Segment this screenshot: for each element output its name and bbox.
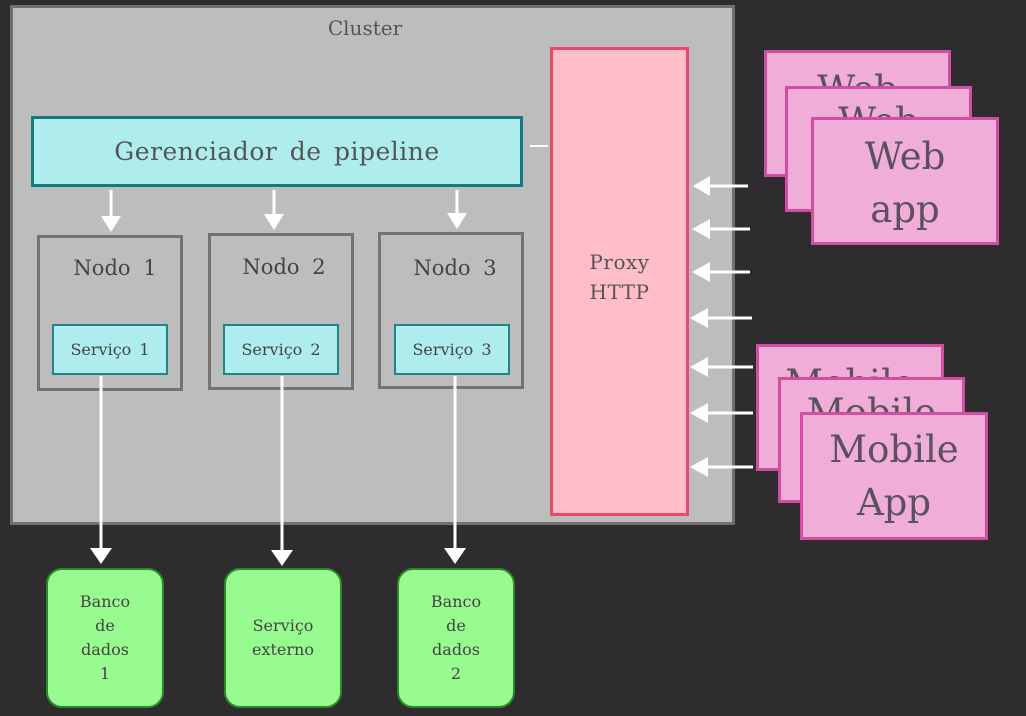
service-1: Serviço 1: [52, 324, 168, 375]
node-1-label: Nodo 1: [73, 256, 157, 280]
arrowhead-service-3-db-2: [444, 548, 466, 564]
service-2: Serviço 2: [223, 324, 339, 375]
web-app-card-front-line2: app: [870, 188, 940, 231]
http-proxy-label-line1: Proxy: [589, 250, 650, 274]
mobile-app-card-front: Mobile App: [800, 412, 988, 540]
database-2: Banco de dados 2: [397, 568, 515, 708]
database-2-line1: Banco: [430, 592, 482, 611]
arrowhead-service-2-external: [271, 550, 293, 566]
cluster-title: Cluster: [327, 16, 403, 40]
service-2-label: Serviço 2: [241, 340, 321, 359]
database-2-line3: dados: [432, 640, 480, 659]
pipeline-manager: Gerenciador de pipeline: [31, 116, 523, 187]
database-1-line2: de: [95, 616, 115, 635]
database-1-line3: dados: [81, 640, 129, 659]
http-proxy: [550, 47, 689, 516]
arrowhead-client-proxy-3: [692, 262, 710, 282]
database-2-line2: de: [446, 616, 466, 635]
arrowhead-client-proxy-4: [690, 308, 708, 328]
database-2-line4: 2: [450, 664, 462, 683]
arrowhead-client-proxy-6: [690, 403, 708, 423]
external-service: Serviço externo: [224, 568, 342, 708]
mobile-app-card-front-line2: App: [856, 481, 932, 524]
arrowhead-pipeline-node-3: [447, 213, 467, 229]
service-3: Serviço 3: [394, 324, 510, 375]
web-app-card-front: Web app: [811, 117, 999, 245]
arrowhead-client-proxy-1: [693, 176, 710, 196]
node-2-label: Nodo 2: [242, 255, 326, 279]
database-1: Banco de dados 1: [46, 568, 164, 708]
pipeline-manager-label: Gerenciador de pipeline: [114, 137, 440, 166]
mobile-app-card-front-line1: Mobile: [829, 428, 959, 471]
arrowhead-client-proxy-2: [692, 219, 710, 239]
http-proxy-label-line2: HTTP: [589, 280, 650, 304]
web-app-card-front-line1: Web: [864, 135, 946, 178]
database-1-line1: Banco: [79, 592, 131, 611]
database-1-line4: 1: [99, 664, 111, 683]
external-service-line1: Serviço: [252, 616, 314, 635]
arrowhead-pipeline-node-1: [101, 216, 121, 232]
http-proxy-label: Proxy HTTP: [550, 247, 689, 307]
arrowhead-client-proxy-7: [690, 457, 708, 477]
external-service-line2: externo: [252, 640, 314, 659]
arrowhead-service-1-db-1: [90, 548, 112, 564]
arrowhead-pipeline-node-2: [264, 214, 284, 230]
service-1-label: Serviço 1: [70, 340, 150, 359]
arrowhead-client-proxy-5: [690, 357, 708, 377]
node-3-label: Nodo 3: [413, 256, 497, 280]
service-3-label: Serviço 3: [412, 340, 492, 359]
